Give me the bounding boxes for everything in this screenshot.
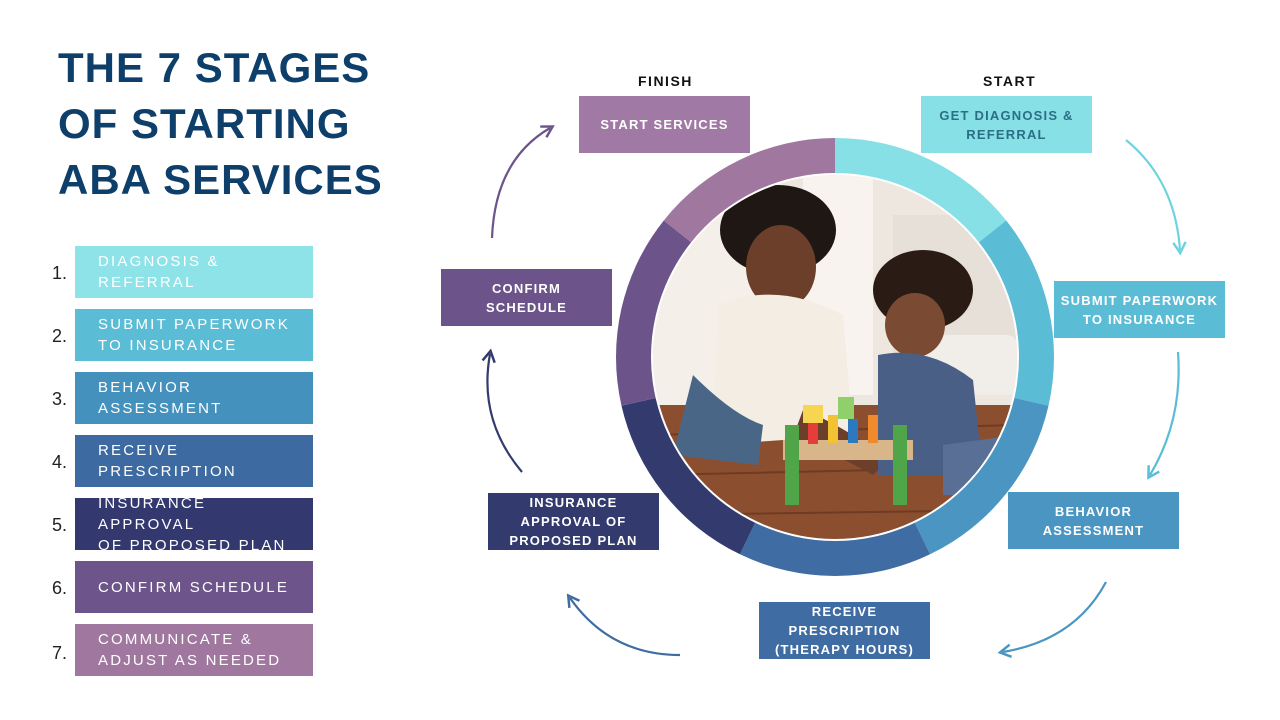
arrow-icon — [490, 125, 555, 239]
stage-label-line: BEHAVIOR — [1054, 503, 1133, 519]
step-label-line: BEHAVIOR — [98, 379, 193, 396]
step-label-line: RECEIVE — [98, 442, 180, 459]
stage-label-line: PRESCRIPTION — [788, 623, 901, 638]
step-label-line: ADJUST AS NEEDED — [98, 652, 282, 669]
step-label-line: SUBMIT PAPERWORK — [98, 316, 290, 333]
step-item-2: SUBMIT PAPERWORK TO INSURANCE — [75, 309, 313, 361]
ring-segment-4 — [739, 522, 931, 576]
step-number-3: 3. — [52, 389, 68, 409]
stage-label-line: RECEIVE — [811, 604, 878, 619]
finish-label: FINISH — [638, 73, 693, 89]
stage-confirm-schedule: CONFIRM SCHEDULE — [441, 269, 612, 326]
step-item-5: INSURANCE APPROVAL OF PROPOSED PLAN — [75, 495, 313, 554]
arrow-icon — [566, 593, 681, 657]
step-item-4: RECEIVE PRESCRIPTION — [75, 435, 313, 487]
arrow-icon — [1147, 351, 1180, 480]
photo-circle — [653, 175, 1017, 539]
step-item-3: BEHAVIOR ASSESSMENT — [75, 372, 313, 424]
stage-label-line: PROPOSED PLAN — [509, 533, 638, 548]
stage-label-line: CONFIRM — [491, 280, 562, 296]
stage-label-line: (THERAPY HOURS) — [774, 642, 915, 657]
step-label-line: PRESCRIPTION — [98, 463, 237, 480]
stage-behavior-assessment: BEHAVIOR ASSESSMENT — [1008, 492, 1179, 549]
step-number-5: 5. — [52, 515, 68, 535]
stage-label-line: GET DIAGNOSIS & — [939, 107, 1074, 123]
ring-segment-6 — [616, 220, 692, 406]
step-number-7: 7. — [52, 643, 68, 663]
ring-segment-1 — [835, 138, 1007, 243]
page-title: THE 7 STAGES OF STARTING ABA SERVICES — [58, 40, 438, 208]
stage-label-line: ASSESSMENT — [1042, 522, 1145, 538]
stage-label-line: APPROVAL OF — [520, 514, 627, 529]
stage-insurance-approval: INSURANCE APPROVAL OF PROPOSED PLAN — [488, 493, 659, 550]
ring-segment-5 — [621, 397, 756, 555]
step-label-line: INSURANCE APPROVAL — [98, 494, 207, 533]
progress-ring — [616, 138, 1054, 576]
step-label-line: CONFIRM SCHEDULE — [98, 578, 290, 596]
stage-receive-prescription: RECEIVE PRESCRIPTION (THERAPY HOURS) — [759, 602, 930, 659]
start-label: START — [983, 73, 1037, 89]
step-label-line: OF PROPOSED PLAN — [98, 536, 287, 554]
stage-submit-paperwork: SUBMIT PAPERWORK TO INSURANCE — [1054, 281, 1225, 338]
step-number-6: 6. — [52, 578, 68, 598]
step-label-line: REFERRAL — [98, 274, 196, 291]
step-label-line: TO INSURANCE — [98, 337, 238, 354]
step-number-1: 1. — [52, 263, 68, 283]
step-label-line: ASSESSMENT — [98, 400, 223, 417]
ring-segment-2 — [978, 220, 1054, 406]
stage-label-line: START SERVICES — [600, 117, 729, 132]
stage-label-line: SUBMIT PAPERWORK — [1060, 292, 1219, 308]
parent-child-play-photo — [653, 175, 1017, 539]
ring-segment-3 — [914, 397, 1049, 555]
step-item-7: COMMUNICATE & ADJUST AS NEEDED — [75, 624, 313, 676]
step-item-1: DIAGNOSIS & REFERRAL — [75, 246, 313, 298]
ring-segment-7 — [663, 138, 835, 243]
arrow-icon — [481, 348, 523, 473]
step-label-line: DIAGNOSIS & — [98, 253, 220, 270]
arrow-icon — [1125, 139, 1187, 256]
title-line-2: OF STARTING — [58, 100, 351, 147]
stage-label-line: INSURANCE — [529, 495, 618, 510]
stage-label-line: TO INSURANCE — [1082, 311, 1197, 327]
title-line-3: ABA SERVICES — [58, 156, 383, 203]
step-number-2: 2. — [52, 326, 68, 346]
stage-label-line: REFERRAL — [966, 126, 1047, 142]
stage-start-services: START SERVICES — [579, 96, 750, 153]
step-number-4: 4. — [52, 452, 68, 472]
step-item-6: CONFIRM SCHEDULE — [75, 561, 313, 613]
arrow-icon — [997, 581, 1107, 658]
title-line-1: THE 7 STAGES — [58, 44, 371, 91]
stage-label-line: SCHEDULE — [485, 299, 568, 315]
step-label-line: COMMUNICATE & — [98, 631, 253, 648]
stage-get-diagnosis: GET DIAGNOSIS & REFERRAL — [921, 96, 1092, 153]
